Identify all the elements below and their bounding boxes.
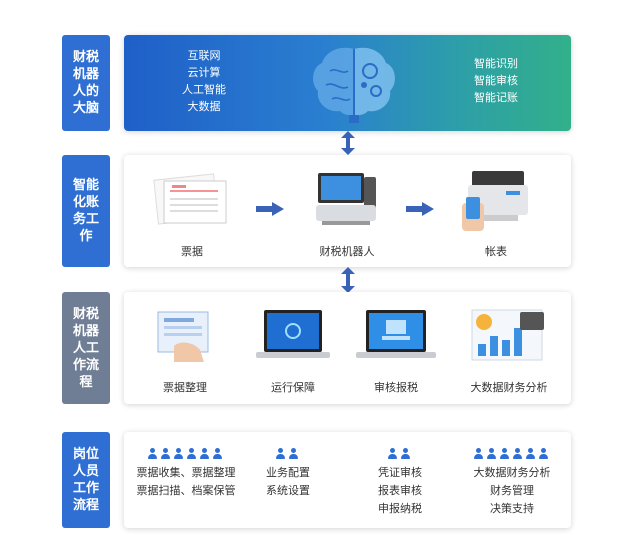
staff-duty: 决策支持 — [490, 502, 534, 515]
double-arrow-icon — [341, 267, 355, 293]
brain-ability-list: 智能识别 智能审核 智能记账 — [474, 55, 518, 106]
person-icon — [200, 448, 209, 459]
robot-flow-caption: 票据整理 — [163, 381, 207, 394]
person-icon — [526, 448, 535, 459]
brain-tech-list: 互联网 云计算 人工智能 大数据 — [182, 47, 226, 115]
brain-icon — [313, 47, 395, 123]
person-icon — [401, 448, 410, 459]
robot-flow-caption: 运行保障 — [271, 381, 315, 394]
person-icon — [388, 448, 397, 459]
person-icon — [289, 448, 298, 459]
staff-flow-panel: 票据收集、票据整理 票据扫描、档案保管 业务配置 系统设置 凭证审核 报表审核 … — [124, 432, 571, 528]
person-icon — [174, 448, 183, 459]
smart-work-caption: 财税机器人 — [319, 245, 375, 258]
laptop-icon — [356, 310, 436, 358]
staff-group-1-duties: 业务配置 系统设置 — [256, 464, 320, 500]
staff-group-3-duties: 大数据财务分析 财务管理 决策支持 — [464, 464, 560, 518]
staff-duty: 票据扫描、档案保管 — [136, 484, 236, 497]
staff-group-1-people — [276, 448, 298, 459]
robot-flow-caption: 审核报税 — [374, 381, 418, 394]
staff-group-2-duties: 凭证审核 报表审核 申报纳税 — [368, 464, 432, 518]
brain-ability-item: 智能识别 — [474, 57, 518, 70]
person-icon — [474, 448, 483, 459]
brain-tech-item: 互联网 — [187, 49, 221, 62]
person-icon — [161, 448, 170, 459]
person-icon — [513, 448, 522, 459]
row-label-staff-flow: 岗位人员工作流程 — [62, 432, 110, 528]
robot-flow-caption: 大数据财务分析 — [470, 381, 548, 394]
printer-icon — [462, 171, 528, 231]
person-icon — [213, 448, 222, 459]
staff-group-3-people — [474, 448, 548, 459]
row-label-brain: 财税机器人的大脑 — [62, 35, 110, 131]
row-label-robot-flow: 财税机器人工作流程 — [62, 292, 110, 404]
receipt-icon — [153, 173, 227, 225]
brain-panel: 互联网 云计算 人工智能 大数据 智能识别 智能审核 智能记账 — [124, 35, 571, 131]
staff-duty: 大数据财务分析 — [473, 466, 551, 479]
staff-duty: 报表审核 — [378, 484, 422, 497]
staff-group-2-people — [388, 448, 410, 459]
arrow-right-icon — [406, 202, 434, 216]
staff-duty: 业务配置 — [266, 466, 310, 479]
brain-tech-item: 大数据 — [187, 100, 221, 113]
financial-analysis-icon — [471, 309, 544, 361]
staff-group-0-duties: 票据收集、票据整理 票据扫描、档案保管 — [134, 464, 238, 500]
robot-flow-panel: 票据整理 运行保障 审核报税 大数据财务分析 — [124, 292, 571, 404]
sorting-receipts-icon — [157, 311, 209, 362]
double-arrow-icon — [341, 131, 355, 155]
staff-duty: 凭证审核 — [378, 466, 422, 479]
staff-duty: 系统设置 — [266, 484, 310, 497]
staff-duty: 财务管理 — [490, 484, 534, 497]
robot-terminal-icon — [316, 173, 376, 225]
person-icon — [539, 448, 548, 459]
brain-ability-item: 智能审核 — [474, 74, 518, 87]
staff-duty: 申报纳税 — [378, 502, 422, 515]
brain-tech-item: 云计算 — [187, 66, 221, 79]
smart-work-caption: 票据 — [181, 245, 203, 258]
arrow-right-icon — [256, 202, 284, 216]
smart-work-panel: 票据 财税机器人 帐表 — [124, 155, 571, 267]
brain-tech-item: 人工智能 — [182, 83, 226, 96]
laptop-icon — [256, 310, 330, 358]
staff-group-0-people — [148, 448, 222, 459]
person-icon — [500, 448, 509, 459]
row-label-smart-work: 智能化账务工作 — [62, 155, 110, 267]
person-icon — [187, 448, 196, 459]
smart-work-caption: 帐表 — [485, 245, 507, 258]
brain-ability-item: 智能记账 — [474, 91, 518, 104]
person-icon — [276, 448, 285, 459]
person-icon — [148, 448, 157, 459]
staff-duty: 票据收集、票据整理 — [136, 466, 236, 479]
person-icon — [487, 448, 496, 459]
